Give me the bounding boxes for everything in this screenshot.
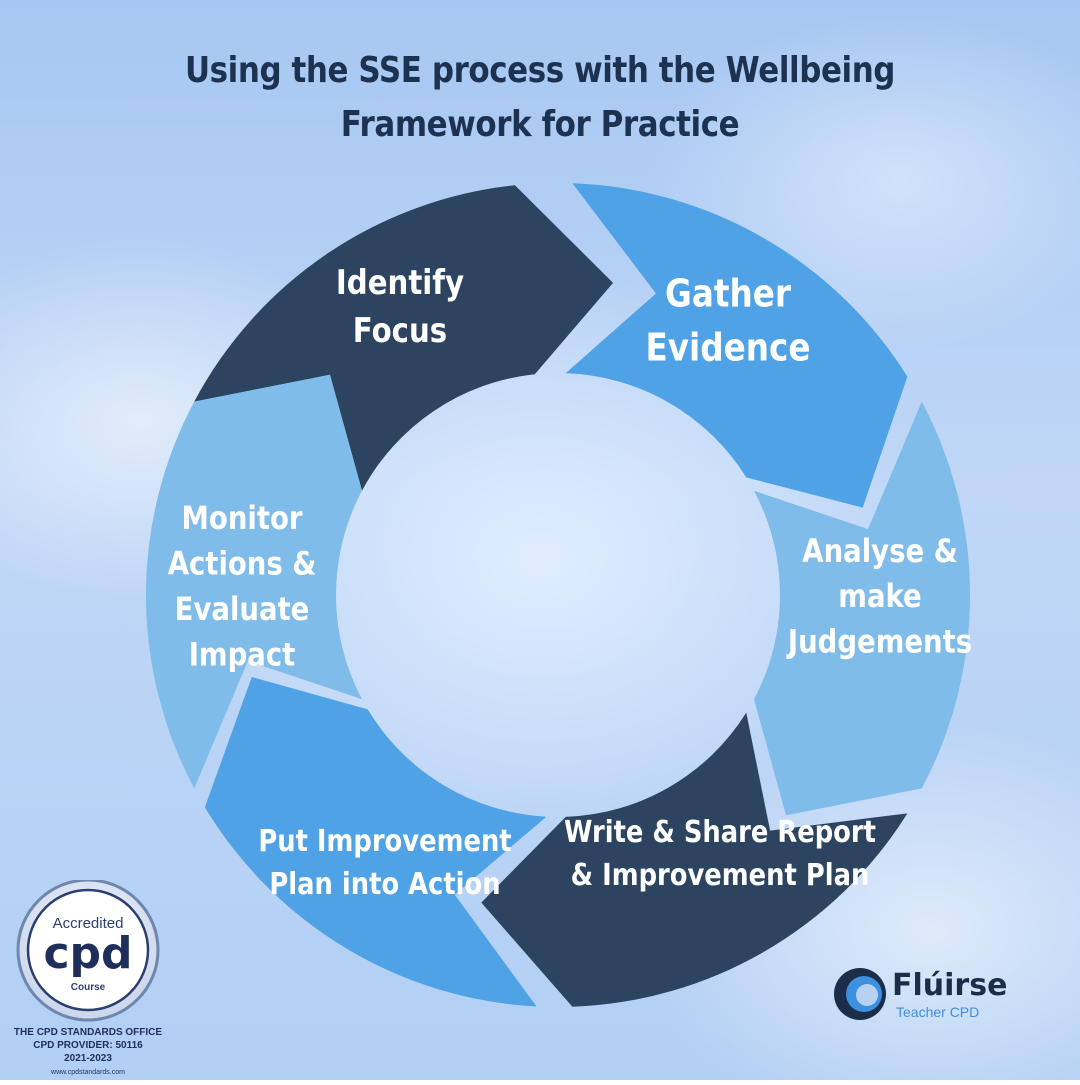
cycle-segment-4 (481, 712, 908, 1007)
cpd-seal-icon: Accredited cpd Course THE CPD STANDARDS … (14, 878, 162, 1076)
title-line-1: Using the SSE process with the Wellbeing (184, 50, 896, 91)
cycle-step-label-line: Evaluate (175, 591, 310, 629)
cycle-segment-2 (565, 183, 908, 508)
badge-cpd-text: cpd (43, 928, 132, 979)
cycle-step-label-line: & Improvement Plan (571, 857, 870, 892)
badge-url-text: www.cpdstandards.com (50, 1069, 125, 1076)
cycle-step-label-line: Put Improvement (258, 823, 511, 858)
cycle-segment-6 (145, 374, 362, 789)
cycle-segment-1 (194, 185, 614, 491)
cycle-step-label-line: Gather (665, 272, 791, 316)
logo-name: Flúirse (892, 968, 1008, 1003)
cycle-segment-5 (204, 677, 547, 1007)
badge-provider-text: CPD PROVIDER: 50116 (33, 1040, 143, 1051)
cycle-step-label-line: Analyse & (802, 533, 957, 571)
cycle-step-label-line: Actions & (168, 546, 317, 584)
cycle-step-label-line: Focus (353, 312, 447, 351)
cycle-step-label-4: Write & Share Report & Improvement Plan (564, 814, 876, 892)
cycle-step-label-line: Judgements (786, 624, 972, 662)
logo-tagline: Teacher CPD (896, 1004, 980, 1020)
fluirse-logo: Flúirse Teacher CPD (830, 960, 1050, 1030)
cycle-step-label-line: Monitor (182, 500, 303, 538)
cycle-step-label-line: Identify (336, 264, 464, 303)
cycle-segment-3 (754, 401, 970, 816)
fluirse-swirl-icon (834, 968, 886, 1020)
badge-course-text: Course (71, 982, 106, 993)
cycle-step-label-line: Plan into Action (269, 866, 500, 901)
cycle-step-label-line: Write & Share Report (564, 814, 876, 849)
badge-office-text: THE CPD STANDARDS OFFICE (14, 1027, 162, 1038)
badge-accredited-text: Accredited (53, 915, 124, 932)
cpd-accreditation-badge: Accredited cpd Course THE CPD STANDARDS … (8, 878, 178, 1080)
title-line-2: Framework for Practice (340, 104, 740, 145)
badge-years-text: 2021-2023 (64, 1053, 112, 1064)
cycle-step-label-line: Evidence (645, 326, 810, 370)
page-title: Using the SSE process with the Wellbeing… (0, 44, 1080, 152)
cycle-step-label-line: Impact (189, 636, 296, 674)
cycle-step-label-line: make (838, 578, 921, 616)
